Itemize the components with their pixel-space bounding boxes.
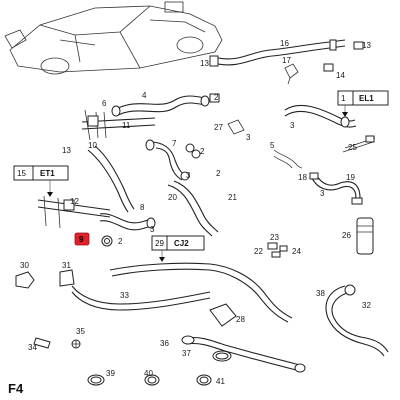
part-label-23: 23 <box>270 233 279 242</box>
hose-10 <box>87 145 135 213</box>
part-label-2: 2 <box>216 169 221 178</box>
hose-19 <box>309 172 363 205</box>
part-label-19: 19 <box>346 173 355 182</box>
part-label-3: 3 <box>290 121 295 130</box>
parts-30-31 <box>15 269 75 289</box>
part-label-30: 30 <box>20 261 29 270</box>
part-label-2: 2 <box>214 93 219 102</box>
part-label-22: 22 <box>254 247 263 256</box>
part-label-38: 38 <box>316 289 325 298</box>
pipe-36 <box>181 335 306 373</box>
part-label-32: 32 <box>362 301 371 310</box>
pipe-12 <box>37 195 111 229</box>
part-label-26: 26 <box>342 231 351 240</box>
callout-cj2: 29 CJ2 <box>151 235 205 262</box>
part-label-41: 41 <box>216 377 225 386</box>
part-9-highlight: 9 <box>74 232 113 247</box>
part-label-27: 27 <box>214 123 223 132</box>
part-label-31: 31 <box>62 261 71 270</box>
part-label-3: 3 <box>186 171 191 180</box>
part-label-4: 4 <box>142 91 147 100</box>
part-label-14: 14 <box>336 71 345 80</box>
part-label-3: 3 <box>150 225 155 234</box>
car-illustration <box>4 1 223 75</box>
callout-cj2-code: CJ2 <box>174 239 189 248</box>
hose-8 <box>99 213 156 231</box>
part-label-7: 7 <box>172 139 177 148</box>
part-label-3: 3 <box>246 133 251 142</box>
part-label-35: 35 <box>76 327 85 336</box>
callout-cj2-number: 29 <box>155 239 164 248</box>
part-label-16: 16 <box>280 39 289 48</box>
callout-et1: 15 ET1 <box>13 165 69 197</box>
part-9-label: 9 <box>79 235 84 244</box>
part-label-39: 39 <box>106 369 115 378</box>
part-label-36: 36 <box>160 339 169 348</box>
hose-7 <box>145 139 201 181</box>
parts-22-24 <box>267 242 288 258</box>
callout-el1-number: 1 <box>341 94 346 103</box>
hose-38 <box>325 284 389 357</box>
parts-34-35 <box>33 337 81 349</box>
part-label-20: 20 <box>168 193 177 202</box>
hose-3-upper-right <box>284 104 357 128</box>
part-label-3: 3 <box>320 189 325 198</box>
part-label-12: 12 <box>70 197 79 206</box>
part-label-40: 40 <box>144 369 153 378</box>
part-label-34: 34 <box>28 343 37 352</box>
part-label-28: 28 <box>236 315 245 324</box>
part-label-37: 37 <box>182 349 191 358</box>
clip-17 <box>284 63 299 85</box>
callout-et1-code: ET1 <box>40 169 55 178</box>
hose-4 <box>111 93 220 117</box>
part-label-13: 13 <box>62 146 71 155</box>
part-label-2: 2 <box>118 237 123 246</box>
figure-code: F4 <box>8 381 24 396</box>
part-label-10: 10 <box>88 141 97 150</box>
callout-el1-code: EL1 <box>359 94 374 103</box>
part-26 <box>356 217 374 255</box>
callout-et1-number: 15 <box>17 169 26 178</box>
part-label-11: 11 <box>122 121 131 130</box>
parts-39-41 <box>87 374 212 386</box>
part-label-13: 13 <box>362 41 371 50</box>
hose-16 <box>209 39 364 72</box>
hose-33 <box>71 262 293 323</box>
part-label-13: 13 <box>200 59 209 68</box>
pipe-11 <box>81 109 156 141</box>
part-label-5: 5 <box>270 141 275 150</box>
part-label-33: 33 <box>120 291 129 300</box>
part-label-8: 8 <box>140 203 145 212</box>
misc-parts-mid <box>227 119 376 169</box>
part-label-21: 21 <box>228 193 237 202</box>
part-label-6: 6 <box>102 99 107 108</box>
part-label-24: 24 <box>292 247 301 256</box>
part-label-17: 17 <box>282 56 291 65</box>
part-label-25: 25 <box>348 143 357 152</box>
part-label-18: 18 <box>298 173 307 182</box>
part-label-2: 2 <box>200 147 205 156</box>
part-28 <box>209 303 237 327</box>
hose-20 <box>167 180 219 237</box>
callout-el1: 1 EL1 <box>337 90 389 117</box>
